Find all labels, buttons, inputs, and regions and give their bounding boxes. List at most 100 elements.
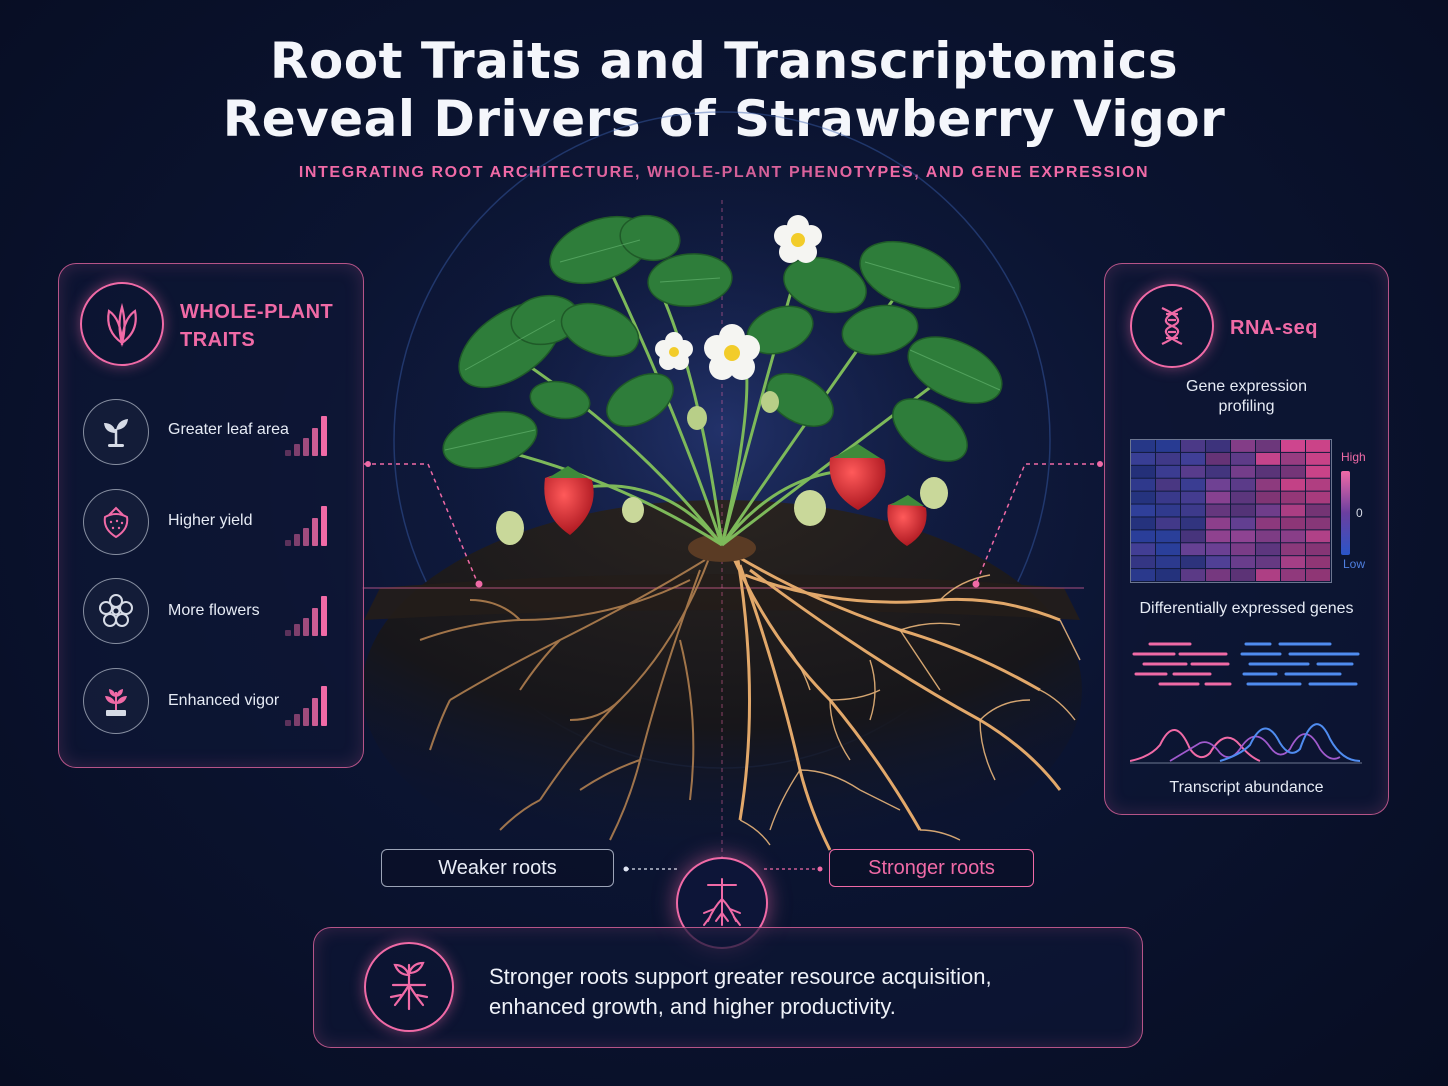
heatmap-cell: [1131, 478, 1155, 491]
heatmap-cell: [1281, 569, 1305, 581]
heatmap-cell: [1231, 543, 1255, 556]
heatmap-cell: [1256, 478, 1280, 491]
heatmap-cell: [1181, 440, 1205, 452]
heatmap-cell: [1206, 556, 1230, 569]
heatmap-cell: [1256, 556, 1280, 569]
left-heading-line-2: TRAITS: [180, 329, 256, 351]
weaker-roots-label: Weaker roots: [381, 849, 614, 887]
heatmap-cell: [1156, 517, 1180, 530]
transcript-abundance-label: Transcript abundance: [1169, 779, 1324, 796]
stronger-roots-label: Stronger roots: [829, 849, 1034, 887]
legend-low: Low: [1343, 557, 1366, 571]
soil-surface: [364, 574, 1080, 620]
heatmap-cell: [1231, 491, 1255, 504]
heatmap-cell: [1181, 543, 1205, 556]
rna-seq-panel: RNA-seq Gene expression profiling High 0…: [1104, 263, 1389, 815]
strong-connector-dot: [817, 866, 823, 872]
heatmap-cell: [1306, 452, 1330, 465]
heatmap-cell: [1131, 465, 1155, 478]
trait-label-yield: Higher yield: [168, 512, 253, 529]
heatmap-cell: [1306, 569, 1330, 581]
expression-heatmap: [1130, 439, 1332, 583]
heatmap-cell: [1156, 530, 1180, 543]
legend-zero: 0: [1356, 506, 1363, 520]
heatmap-cell: [1231, 530, 1255, 543]
heatmap-cell: [1281, 556, 1305, 569]
heatmap-cell: [1131, 569, 1155, 581]
heatmap-cell: [1306, 465, 1330, 478]
heatmap-cell: [1181, 452, 1205, 465]
left-connector-dot: [365, 461, 371, 467]
heatmap-cell: [1181, 517, 1205, 530]
heatmap-cell: [1206, 491, 1230, 504]
transcript-abundance-curves: [1130, 723, 1362, 764]
heatmap-cell: [1131, 504, 1155, 517]
heatmap-cell: [1206, 530, 1230, 543]
flower-icon: [83, 578, 149, 644]
heatmap-cell: [1256, 440, 1280, 452]
description-line-2: profiling: [1218, 398, 1275, 415]
strawberry-icon: [83, 489, 149, 555]
heatmap-cell: [1131, 452, 1155, 465]
heatmap-cell: [1231, 556, 1255, 569]
heatmap-cell: [1256, 465, 1280, 478]
heatmap-cell: [1281, 478, 1305, 491]
heatmap-cell: [1306, 517, 1330, 530]
heatmap-cell: [1131, 440, 1155, 452]
heatmap-cell: [1256, 569, 1280, 581]
heatmap-cell: [1131, 491, 1155, 504]
conclusion-line-1: Stronger roots support greater resource …: [489, 964, 992, 989]
heatmap-cell: [1181, 556, 1205, 569]
heatmap-cell: [1206, 543, 1230, 556]
heatmap-cell: [1156, 504, 1180, 517]
whole-plant-traits-panel: WHOLE-PLANT TRAITS Greater leaf area Hig…: [58, 263, 364, 768]
heatmap-cell: [1181, 478, 1205, 491]
gene-expression-description: Gene expression profiling: [1105, 377, 1388, 417]
heatmap-cell: [1306, 556, 1330, 569]
heatmap-cell: [1156, 440, 1180, 452]
heatmap-cell: [1156, 465, 1180, 478]
heatmap-cell: [1181, 504, 1205, 517]
heatmap-cell: [1131, 556, 1155, 569]
strawberries: [496, 391, 948, 546]
conclusion-line-2: enhanced growth, and higher productivity…: [489, 994, 896, 1019]
trait-label-vigor: Enhanced vigor: [168, 692, 280, 709]
deg-lines: [1132, 642, 1360, 686]
heatmap-cell: [1306, 530, 1330, 543]
heatmap-cell: [1156, 478, 1180, 491]
plant-crown: [688, 534, 756, 562]
heatmap-cell: [1231, 569, 1255, 581]
heatmap-cell: [1181, 530, 1205, 543]
heatmap-cell: [1206, 517, 1230, 530]
heatmap-cell: [1131, 530, 1155, 543]
heatmap-cell: [1306, 543, 1330, 556]
heatmap-cell: [1181, 491, 1205, 504]
heatmap-cell: [1156, 543, 1180, 556]
heatmap-cell: [1206, 478, 1230, 491]
rna-seq-heading: RNA-seq: [1230, 317, 1318, 339]
left-connector: [364, 463, 479, 585]
trait-bars-flowers: [285, 594, 327, 636]
heatmap-cell: [1231, 440, 1255, 452]
heatmap-cell: [1131, 517, 1155, 530]
trait-bars-vigor: [285, 684, 327, 726]
plant-pot-icon: [83, 668, 149, 734]
heatmap-cell: [1181, 569, 1205, 581]
heatmap-cell: [1281, 504, 1305, 517]
leaf-icon: [80, 282, 164, 366]
heatmap-cell: [1256, 530, 1280, 543]
heatmap-cell: [1306, 478, 1330, 491]
heatmap-cell: [1281, 543, 1305, 556]
dna-icon: [1130, 284, 1214, 368]
heatmap-cell: [1306, 440, 1330, 452]
title-line-1: Root Traits and Transcriptomics: [269, 32, 1179, 90]
right-connector-dot: [1097, 461, 1103, 467]
deg-label: Differentially expressed genes: [1139, 600, 1354, 617]
heatmap-cell: [1231, 478, 1255, 491]
left-panel-heading: WHOLE-PLANT TRAITS: [180, 298, 333, 354]
legend-high: High: [1341, 450, 1366, 464]
heatmap-cell: [1256, 452, 1280, 465]
right-connector: [975, 463, 1102, 585]
heatmap-cell: [1281, 452, 1305, 465]
heatmap-cell: [1206, 504, 1230, 517]
